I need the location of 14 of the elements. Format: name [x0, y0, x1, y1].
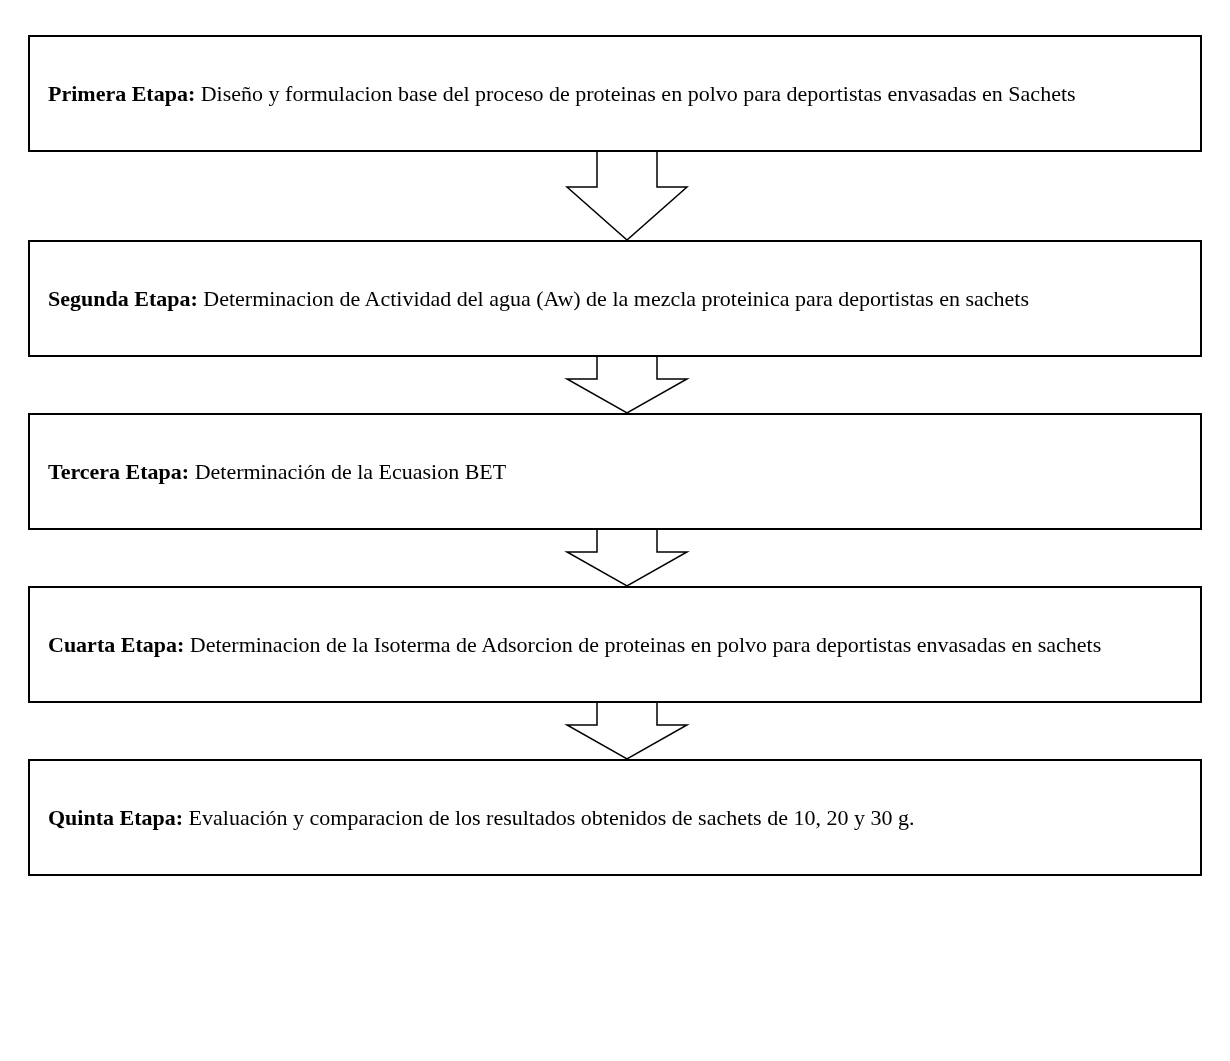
step-description: Segunda Etapa: Determinacion de Actividad del agua (Aw) de la mezcla proteinica para deportistas en sachets: [48, 284, 1030, 313]
process-box: [28, 586, 1202, 703]
step-description: Tercera Etapa: Determinación de la Ecuasion BET: [48, 457, 508, 486]
process-box: [28, 413, 1202, 530]
process-box: [28, 759, 1202, 876]
step-description: Cuarta Etapa: Determinacion de la Isoterma de Adsorcion de proteinas en polvo para deportistas envasadas en sachets: [48, 630, 1103, 659]
process-box: [28, 35, 1202, 152]
block-arrow: [565, 151, 689, 241]
step-description: Primera Etapa: Diseño y formulacion base del proceso de proteinas en polvo para deportistas envasadas en Sachets: [48, 79, 1077, 108]
step-description: Quinta Etapa: Evaluación y comparacion de los resultados obtenidos de sachets de 10, 20 y 30 g.: [48, 803, 916, 832]
block-arrow: [564, 702, 690, 760]
block-arrow: [564, 356, 690, 414]
block-arrow: [564, 529, 690, 587]
process-box: [28, 240, 1202, 357]
